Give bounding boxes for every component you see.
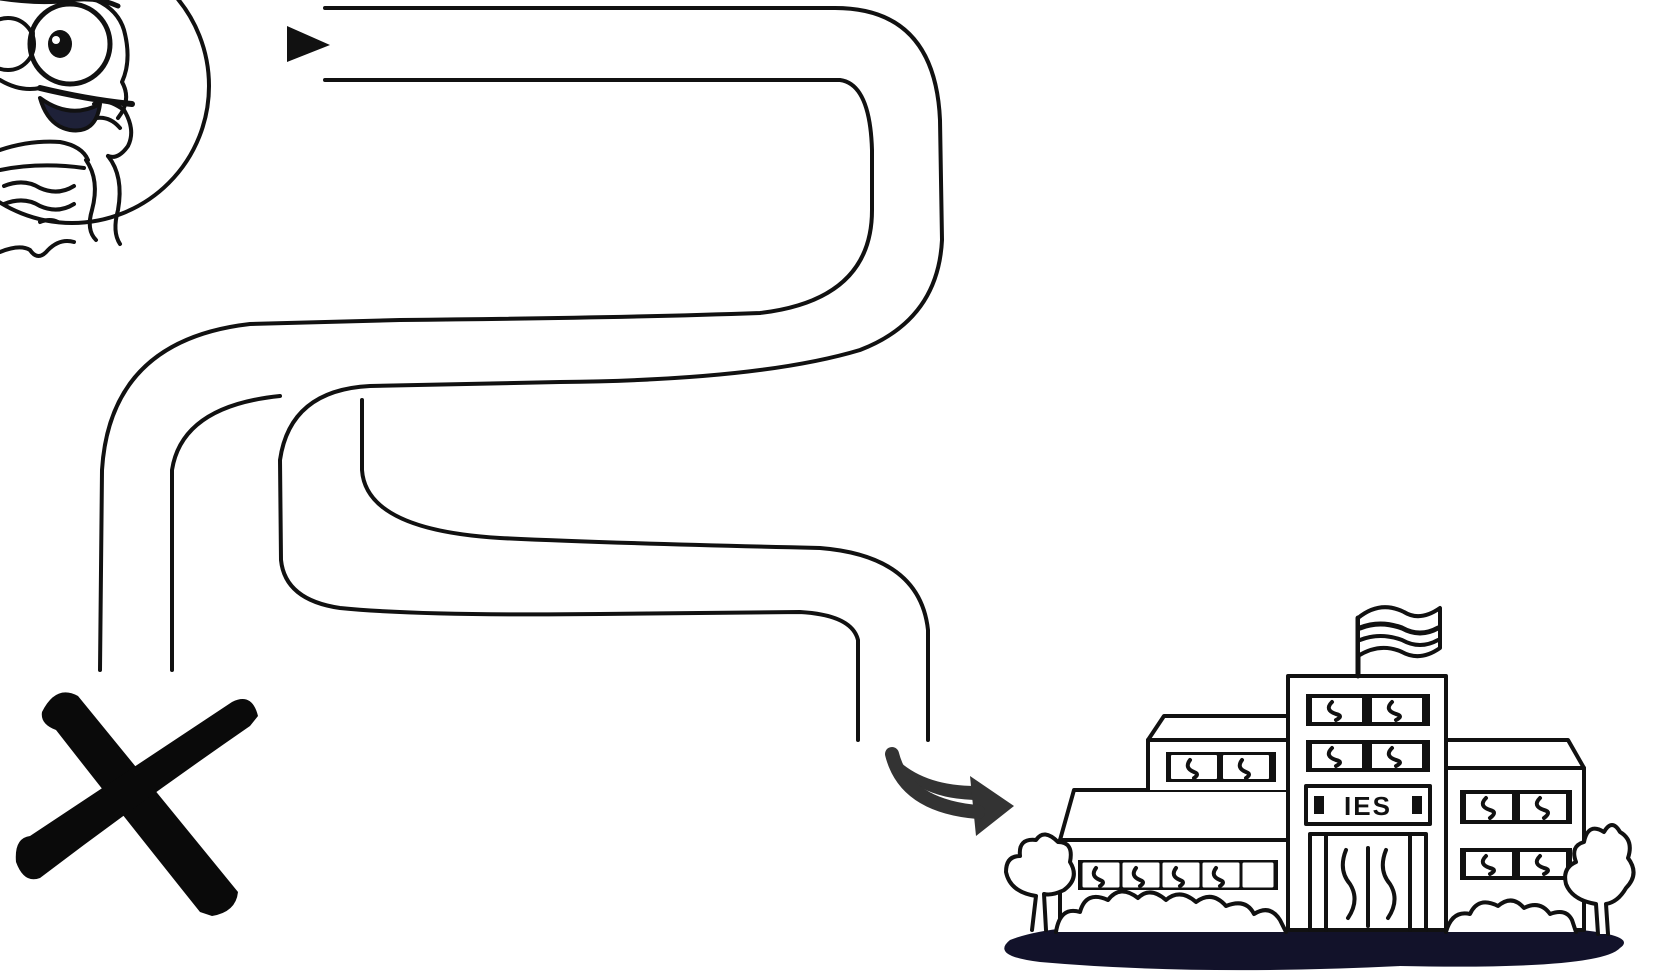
- maze-road: [100, 8, 942, 740]
- school-building-illustration: IES: [1004, 607, 1633, 970]
- curved-arrow-icon: [892, 754, 1014, 836]
- play-triangle-icon: [287, 26, 330, 62]
- character-portrait: [0, 0, 209, 256]
- school-sign-text: IES: [1344, 791, 1392, 821]
- road-inner-edge-c: [362, 400, 928, 740]
- road-inner-edge-a: [100, 80, 872, 670]
- road-outer-edge-a: [280, 8, 942, 740]
- cross-x-icon: [16, 692, 258, 916]
- road-inner-edge-b: [172, 396, 280, 670]
